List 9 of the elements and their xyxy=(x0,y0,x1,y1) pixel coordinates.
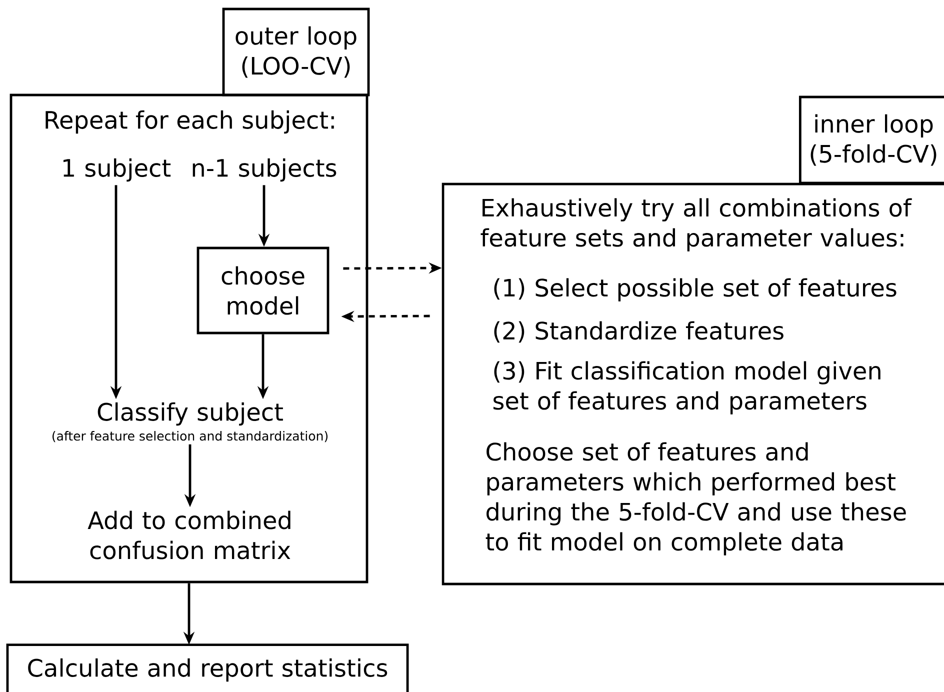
process-box: choose model xyxy=(196,246,330,334)
process-box: Calculate and report statistics xyxy=(6,644,409,692)
step-text: Add to combined confusion matrix xyxy=(88,510,290,560)
tab-box: inner loop (5-fold-CV) xyxy=(798,96,944,184)
panel-box: Exhaustively try all combinations of feature sets and parameter values: (1) Select possible set of features (2) Standardize features (3) Fit classification model given set of features and parameters Choose set of features and parameters which performed best during the 5-fold-CV and use these to fit model on complete data xyxy=(442,182,944,586)
tab-box: outer loop (LOO-CV) xyxy=(222,8,370,96)
step-text: Classify subject (after feature selection and standardization) xyxy=(52,402,328,442)
step-text: 1 subject xyxy=(64,158,171,182)
step-text: n-1 subjects xyxy=(192,158,336,182)
